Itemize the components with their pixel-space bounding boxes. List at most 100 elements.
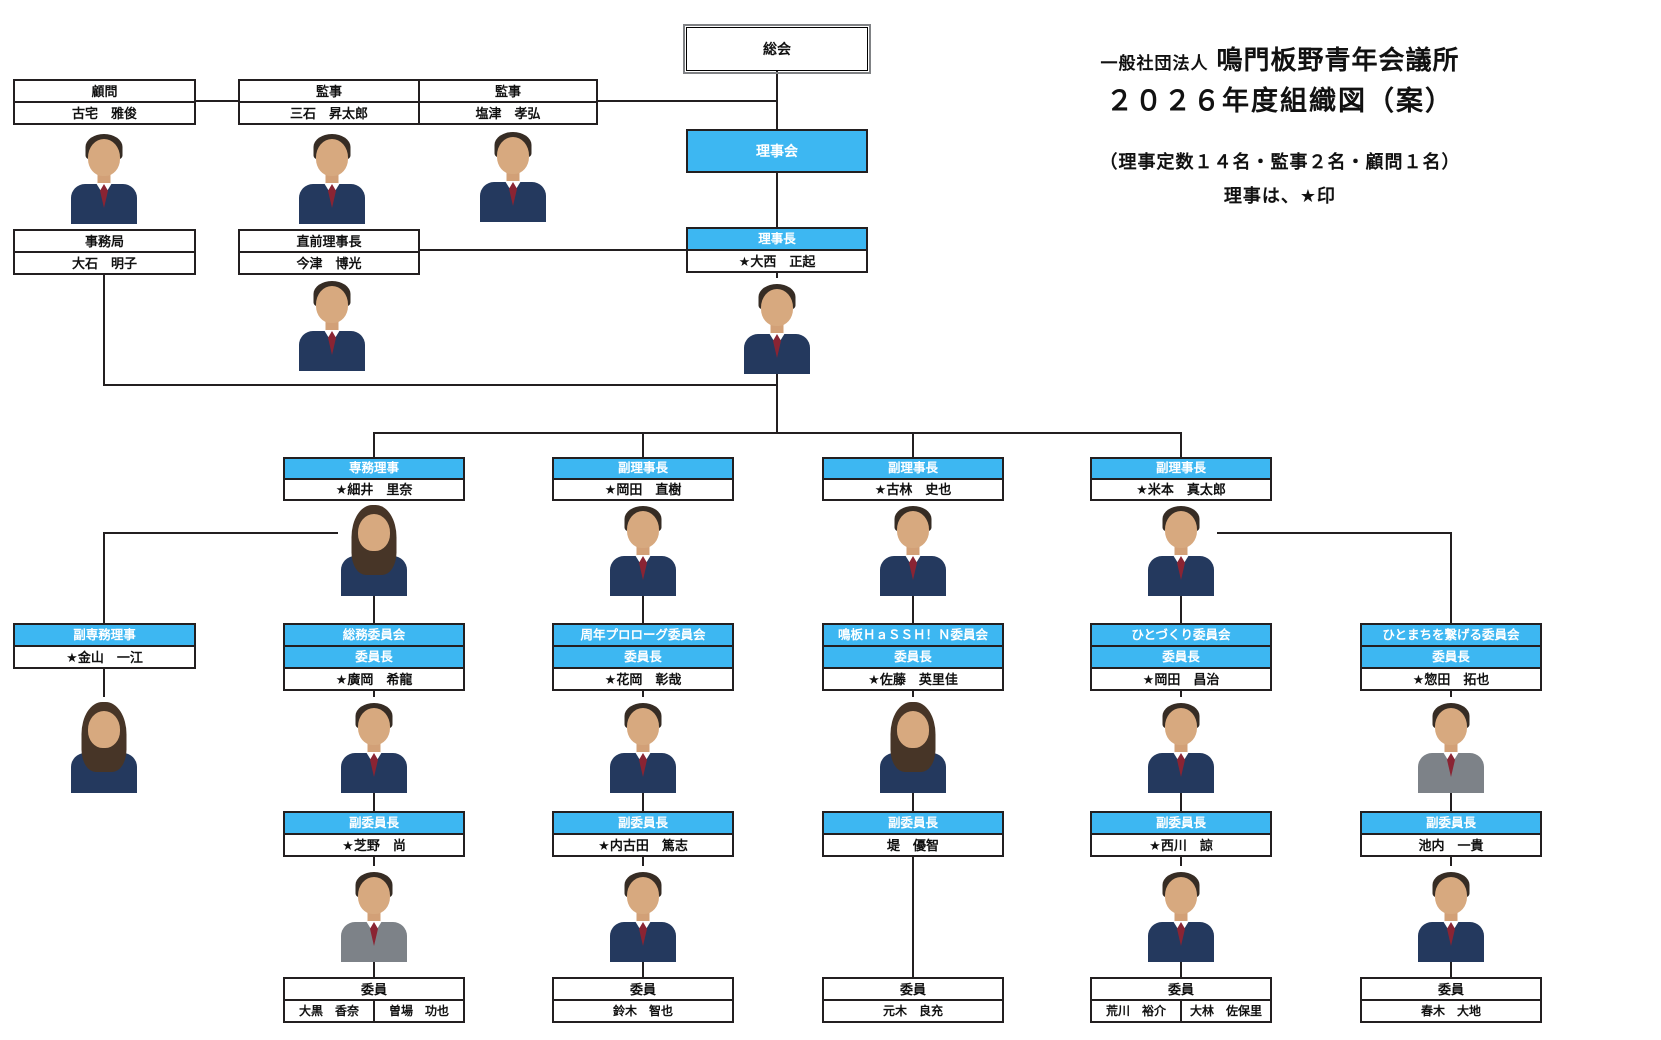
vice-president-3-box: 副理事長 ★米本 真太郎 (1090, 457, 1272, 501)
vice-chair-name: ★芝野 尚 (285, 833, 463, 855)
committee-box-hasshin: 鳴板ＨａＳＳＨ！Ｎ委員会 委員長 ★佐藤 英里佳 (822, 623, 1004, 691)
committee-box-hitozukuri: ひとづくり委員会 委員長 ★岡田 昌治 (1090, 623, 1272, 691)
vice-chair-title: 副委員長 (285, 813, 463, 833)
committee-box-soumu: 総務委員会 委員長 ★廣岡 希龍 (283, 623, 465, 691)
auditor-1-title: 監事 (315, 83, 342, 99)
photo-president (741, 278, 813, 374)
photo-vice-chair-soumu (338, 866, 410, 962)
connector (1180, 432, 1182, 457)
photo-vice-president-1 (607, 500, 679, 596)
member-name: 大黒 香奈 (298, 1004, 359, 1018)
advisor-title: 顧問 (91, 83, 118, 99)
president-box: 理事長 ★大西 正起 (686, 227, 868, 273)
general-assembly-box: 総会 (683, 24, 871, 74)
photo-chair-shunen (607, 697, 679, 793)
connector (912, 857, 914, 977)
vice-chair-name: ★内古田 篤志 (554, 833, 732, 855)
committee-box-hitomachi: ひとまちを繋げる委員会 委員長 ★惣田 拓也 (1360, 623, 1542, 691)
vice-chair-title: 副委員長 (824, 813, 1002, 833)
auditor-1-name: 三石 昇太郎 (240, 101, 418, 123)
secretariat-name: 大石 明子 (15, 251, 194, 273)
connector (196, 100, 238, 102)
org-name: 鳴門板野青年会議所 (1216, 45, 1460, 75)
deputy-executive-director-name: ★金山 一江 (15, 645, 194, 667)
photo-chair-hasshin (877, 697, 949, 793)
secretariat-box: 事務局 大石 明子 (13, 229, 196, 275)
connector (1450, 532, 1452, 623)
vice-president-3-title: 副理事長 (1092, 459, 1270, 478)
vice-chair-box-shunen: 副委員長 ★内古田 篤志 (552, 811, 734, 857)
connector (103, 532, 375, 534)
general-assembly-label: 総会 (763, 41, 791, 57)
auditor-1-box: 監事 三石 昇太郎 (238, 79, 420, 125)
org-title: 一般社団法人鳴門板野青年会議所 (1020, 40, 1540, 77)
vice-president-1-name: ★岡田 直樹 (554, 478, 732, 499)
chair-title: 委員長 (824, 645, 1002, 667)
photo-vice-chair-hitomachi (1415, 866, 1487, 962)
connector (373, 432, 375, 457)
director-mark-note: 理事は、★印 (1223, 186, 1337, 206)
member-name: 曽場 功也 (373, 1001, 463, 1021)
board-of-directors-box: 理事会 (686, 129, 868, 173)
member-box-shunen: 委員 鈴木 智也 (552, 977, 734, 1023)
vice-president-2-name: ★古林 史也 (824, 478, 1002, 499)
deputy-executive-director-box: 副専務理事 ★金山 一江 (13, 623, 196, 669)
vice-chair-box-hitomachi: 副委員長 池内 一貴 (1360, 811, 1542, 857)
chair-title: 委員長 (1362, 645, 1540, 667)
chair-name: ★惣田 拓也 (1362, 667, 1540, 689)
chart-title-block: 一般社団法人鳴門板野青年会議所 ２０２６年度組織図（案） （理事定数１４名・監事… (1020, 40, 1540, 208)
connector (103, 384, 778, 386)
connector (103, 669, 105, 701)
connector (103, 532, 105, 623)
member-title: 委員 (1167, 981, 1194, 997)
member-name: 春木 大地 (1420, 1004, 1481, 1018)
executive-director-box: 専務理事 ★細井 里奈 (283, 457, 465, 501)
member-names: 元木 良充 (824, 999, 1002, 1021)
committee-name: ひとまちを繋げる委員会 (1362, 625, 1540, 645)
connector (912, 432, 914, 457)
chart-year-title: ２０２６年度組織図（案） (1106, 86, 1454, 116)
vice-chair-box-soumu: 副委員長 ★芝野 尚 (283, 811, 465, 857)
vice-chair-name: 堤 優智 (824, 833, 1002, 855)
connector (103, 275, 105, 386)
member-name: 鈴木 智也 (612, 1004, 673, 1018)
executive-director-title: 専務理事 (285, 459, 463, 478)
vice-chair-title: 副委員長 (1362, 813, 1540, 833)
chair-name: ★廣岡 希龍 (285, 667, 463, 689)
committee-name: 周年プロローグ委員会 (554, 625, 732, 645)
auditor-2-box: 監事 塩津 孝弘 (418, 79, 598, 125)
photo-chair-hitozukuri (1145, 697, 1217, 793)
vice-chair-box-hasshin: 副委員長 堤 優智 (822, 811, 1004, 857)
member-box-hitomachi: 委員 春木 大地 (1360, 977, 1542, 1023)
committee-name: 総務委員会 (285, 625, 463, 645)
photo-vice-president-3 (1145, 500, 1217, 596)
connector (776, 173, 778, 227)
org-type: 一般社団法人 (1100, 54, 1209, 73)
immediate-past-president-box: 直前理事長 今津 博光 (238, 229, 420, 275)
immediate-past-president-name: 今津 博光 (240, 251, 418, 273)
vice-chair-title: 副委員長 (1092, 813, 1270, 833)
chair-name: ★佐藤 英里佳 (824, 667, 1002, 689)
member-title: 委員 (899, 981, 926, 997)
photo-auditor-2 (477, 126, 549, 222)
chair-title: 委員長 (554, 645, 732, 667)
member-box-hitozukuri: 委員 荒川 裕介 大林 佐保里 (1090, 977, 1272, 1023)
member-names: 大黒 香奈 曽場 功也 (285, 999, 463, 1021)
connector (642, 432, 644, 457)
photo-executive-director (338, 500, 410, 596)
chair-title: 委員長 (285, 645, 463, 667)
member-title: 委員 (629, 981, 656, 997)
vice-president-2-title: 副理事長 (824, 459, 1002, 478)
member-names: 春木 大地 (1362, 999, 1540, 1021)
chair-title: 委員長 (1092, 645, 1270, 667)
photo-advisor (68, 128, 140, 224)
auditor-2-title: 監事 (494, 83, 521, 99)
connector (1180, 532, 1452, 534)
deputy-executive-director-title: 副専務理事 (15, 625, 194, 645)
member-names: 鈴木 智也 (554, 999, 732, 1021)
vice-president-1-box: 副理事長 ★岡田 直樹 (552, 457, 734, 501)
composition-note: （理事定数１４名・監事２名・顧問１名） (1099, 152, 1461, 172)
vice-chair-name: 池内 一貴 (1362, 833, 1540, 855)
photo-chair-hitomachi (1415, 697, 1487, 793)
photo-immediate-past-president (296, 275, 368, 371)
